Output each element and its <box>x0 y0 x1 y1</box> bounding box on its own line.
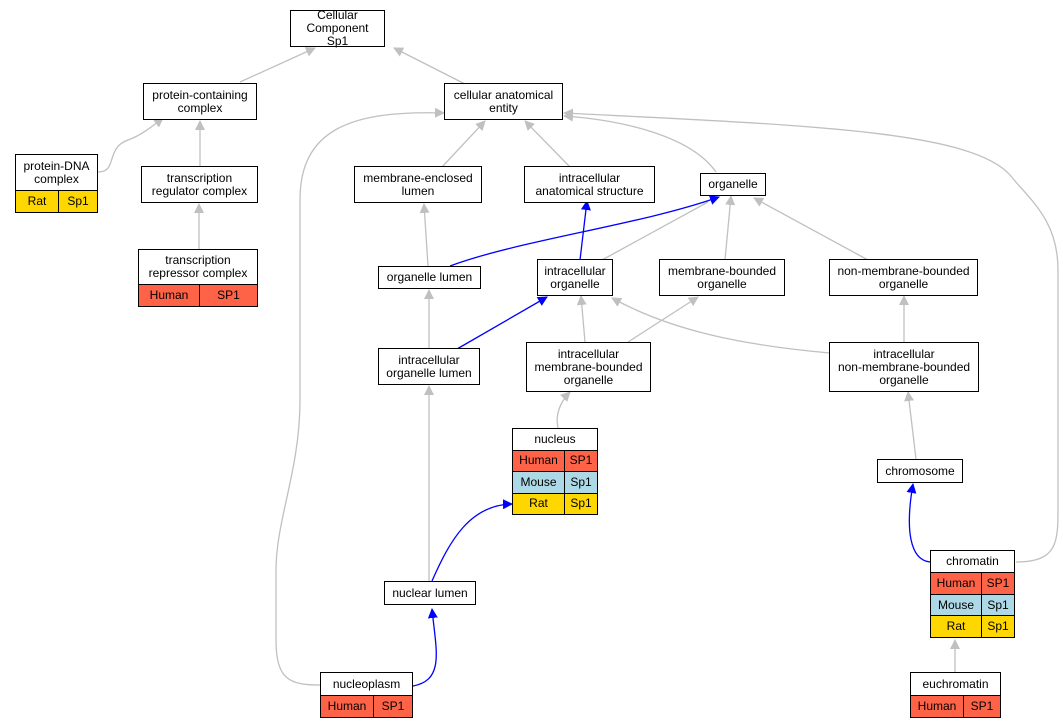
node-transcription-repressor-complex[interactable]: transcription repressor complex Human SP… <box>138 249 258 307</box>
species-cell-rat: Rat <box>513 493 564 514</box>
node-transcription-regulator-complex[interactable]: transcription regulator complex <box>141 166 258 203</box>
edge-pdna-to-pcc <box>97 117 164 173</box>
annotation-row: Mouse Sp1 <box>931 593 1014 616</box>
node-label: protein-DNA complex <box>23 158 90 186</box>
edge-pcc-to-root <box>239 47 316 83</box>
species-cell-human: Human <box>139 285 199 306</box>
gene-cell: Sp1 <box>564 493 597 514</box>
annotation-row: Human SP1 <box>931 572 1014 594</box>
species-cell-rat: Rat <box>16 191 58 212</box>
gene-cell: SP1 <box>981 573 1014 594</box>
node-label: euchromatin <box>922 676 989 691</box>
edge-io-to-org <box>601 201 709 261</box>
edge-mel-to-cae <box>441 120 486 168</box>
node-chromatin[interactable]: chromatin Human SP1 Mouse Sp1 Rat Sp1 <box>930 550 1015 638</box>
edge-chrom-to-inmbo <box>904 391 917 460</box>
node-nuclear-lumen[interactable]: nuclear lumen <box>384 581 476 605</box>
edge-org-to-cae <box>563 111 717 173</box>
gene-cell: Sp1 <box>564 472 597 493</box>
edge-mbo-to-org <box>724 195 736 261</box>
gene-cell: Sp1 <box>981 616 1014 637</box>
node-non-membrane-bounded-organelle[interactable]: non-membrane-bounded organelle <box>829 259 978 296</box>
edge-inmbo-to-io <box>611 297 831 354</box>
gene-cell: Sp1 <box>981 594 1014 616</box>
gene-cell: SP1 <box>373 696 412 717</box>
node-intracellular-membrane-bounded-organelle[interactable]: intracellular membrane-bounded organelle <box>526 342 651 392</box>
annotation-row: Rat Sp1 <box>16 190 97 212</box>
gene-cell: SP1 <box>199 285 257 306</box>
edge-ol-to-org <box>449 195 720 267</box>
node-nucleoplasm[interactable]: nucleoplasm Human SP1 <box>320 672 413 718</box>
gene-cell: Sp1 <box>58 191 97 212</box>
edge-nuc-to-imbo <box>556 391 571 429</box>
node-euchromatin[interactable]: euchromatin Human SP1 <box>910 672 1001 718</box>
species-cell-rat: Rat <box>931 616 981 637</box>
node-membrane-enclosed-lumen[interactable]: membrane-enclosed lumen <box>354 166 482 203</box>
species-cell-human: Human <box>911 696 963 717</box>
annotation-row: Mouse Sp1 <box>513 471 597 493</box>
species-cell-mouse: Mouse <box>513 472 564 493</box>
edge-iol-to-io <box>456 296 548 350</box>
edge-chromatin-to-cae <box>563 108 1059 563</box>
node-label: nucleus <box>534 431 576 446</box>
gene-cell: SP1 <box>564 450 597 471</box>
edge-nmbo-to-org <box>753 197 869 261</box>
species-cell-human: Human <box>513 450 564 471</box>
annotation-row: Rat Sp1 <box>513 492 597 514</box>
gene-cell: SP1 <box>963 696 1000 717</box>
edge-chromatin-to-chrom <box>906 483 931 563</box>
edge-cae-to-root <box>393 47 466 85</box>
node-protein-dna-complex[interactable]: protein-DNA complex Rat Sp1 <box>15 154 98 213</box>
node-nucleus[interactable]: nucleus Human SP1 Mouse Sp1 Rat Sp1 <box>512 428 598 515</box>
node-organelle[interactable]: organelle <box>700 173 766 196</box>
node-organelle-lumen[interactable]: organelle lumen <box>378 266 481 289</box>
node-membrane-bounded-organelle[interactable]: membrane-bounded organelle <box>659 259 785 296</box>
annotation-row: Rat Sp1 <box>931 615 1014 637</box>
node-intracellular-organelle-lumen[interactable]: intracellular organelle lumen <box>378 348 480 385</box>
node-intracellular-non-membrane-bounded-organelle[interactable]: intracellular non-membrane-bounded organ… <box>829 342 979 392</box>
edge-imbo-to-mbo <box>627 296 699 343</box>
annotation-row: Human SP1 <box>513 449 597 471</box>
edge-nl-to-nuc <box>431 499 513 582</box>
node-intracellular-organelle[interactable]: intracellular organelle <box>537 259 613 296</box>
edge-np-to-nl <box>412 608 438 687</box>
node-label: nucleoplasm <box>332 676 401 691</box>
node-intracellular-anatomical-structure[interactable]: intracellular anatomical structure <box>524 166 655 203</box>
node-cellular-anatomical-entity[interactable]: cellular anatomical entity <box>444 83 563 120</box>
annotation-row: Human SP1 <box>321 695 412 717</box>
node-protein-containing-complex[interactable]: protein-containing complex <box>143 83 257 120</box>
node-label: chromatin <box>946 554 999 569</box>
species-cell-human: Human <box>931 573 981 594</box>
edge-imbo-to-io <box>576 295 587 343</box>
node-label: transcription repressor complex <box>148 253 248 281</box>
node-chromosome[interactable]: chromosome <box>877 459 963 483</box>
annotation-row: Human SP1 <box>911 695 1000 717</box>
species-cell-mouse: Mouse <box>931 594 981 616</box>
species-cell-human: Human <box>321 696 373 717</box>
edge-np-to-cae <box>275 107 445 686</box>
edge-ias-to-cae <box>524 120 571 168</box>
annotation-row: Human SP1 <box>139 284 257 306</box>
node-cellular-component-root[interactable]: Cellular Component Sp1 <box>290 9 385 48</box>
edge-io-to-ias <box>579 200 591 261</box>
edge-ol-to-mel <box>419 203 430 267</box>
